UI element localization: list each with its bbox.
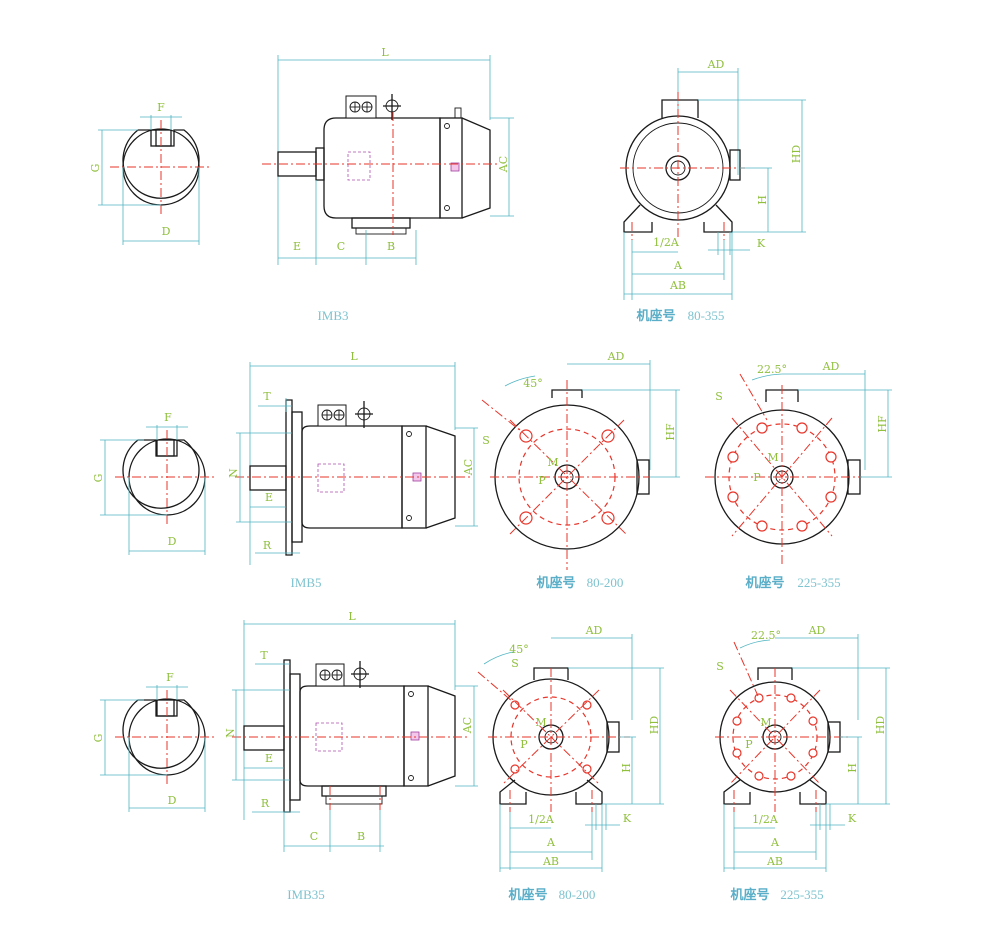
dim-label-m-f2: M <box>767 451 778 464</box>
dim-label-n-imb5: N <box>227 468 240 478</box>
dim-label-half-a-e1: 1/2A <box>528 813 555 826</box>
flange-view-225-355: AD 22.5° S M P HF <box>705 360 892 565</box>
caption-frame-f1: 机座号 <box>536 575 575 591</box>
dim-label-l-imb5: L <box>350 350 358 363</box>
dim-label-b-imb3: B <box>387 240 395 253</box>
dim-label-hf-f2: HF <box>876 415 889 433</box>
dim-label-ab-e1: AB <box>542 855 559 868</box>
caption-imb5: IMB5 <box>290 575 321 590</box>
caption-range-e1: 80-200 <box>559 887 596 902</box>
dim-label-22-5-e2: 22.5° <box>751 629 781 642</box>
caption-frame-r1: 机座号 <box>636 308 675 324</box>
caption-frame-e2: 机座号 <box>730 887 769 903</box>
dim-label-ad-e2: AD <box>808 624 826 637</box>
dim-label-k-r1: K <box>757 237 766 250</box>
flange-view-80-200: AD 45° S M P HF <box>481 350 680 570</box>
dim-label-hd-r1: HD <box>790 145 803 164</box>
dim-label-ac-imb3: AC <box>497 156 510 173</box>
dim-label-e-imb3: E <box>293 240 301 253</box>
dim-label-a-r1: A <box>673 259 683 272</box>
dim-label-s-f2: S <box>715 390 723 403</box>
caption-frame-f2: 机座号 <box>745 575 784 591</box>
shaft-section-imb3: F G D <box>89 101 212 245</box>
dim-label-ad-f1: AD <box>607 350 625 363</box>
caption-range-e2: 225-355 <box>780 887 823 902</box>
dim-label-f-imb35: F <box>166 671 174 684</box>
dim-label-m-e2: M <box>760 716 771 729</box>
caption-range-f2: 225-355 <box>797 575 840 590</box>
dim-label-d: D <box>162 225 171 238</box>
dim-label-p-e2: P <box>745 738 753 751</box>
dim-label-l-imb35: L <box>348 610 356 623</box>
caption-range-f1: 80-200 <box>587 575 624 590</box>
dim-label-hf-f1: HF <box>664 423 677 441</box>
dim-label-45-f1: 45° <box>523 377 543 390</box>
dim-label-s-e1: S <box>511 657 519 670</box>
side-view-imb5: L AC T N E R <box>227 350 478 565</box>
dim-label-hd-e1: HD <box>648 716 661 735</box>
dim-label-n-imb35: N <box>224 728 237 738</box>
caption-range-r1: 80-355 <box>688 308 725 323</box>
foot-flange-view-80-200: AD 45° S M P HD H K <box>477 624 664 872</box>
dim-label-p-f2: P <box>753 471 761 484</box>
dim-label-r-imb5: R <box>263 539 272 552</box>
dim-label-22-5-f2: 22.5° <box>757 363 787 376</box>
dim-label-ab-r1: AB <box>669 279 686 292</box>
dim-label-e-imb5: E <box>265 491 273 504</box>
dim-label-p-f1: P <box>538 474 546 487</box>
dim-label-k-e1: K <box>623 812 632 825</box>
caption-imb35: IMB35 <box>287 887 325 902</box>
dim-label-m-e1: M <box>535 716 546 729</box>
dim-label-g: G <box>89 164 102 173</box>
dim-label-p-e1: P <box>520 738 528 751</box>
dim-label-ad-e1: AD <box>585 624 603 637</box>
dim-label-h-e2: H <box>846 763 859 773</box>
dim-label-f-imb5: F <box>164 411 172 424</box>
dim-label-l-imb3: L <box>381 46 389 59</box>
side-view-imb35: L AC T N E <box>224 610 478 852</box>
dim-label-t-imb35: T <box>260 649 268 662</box>
foot-flange-view-225-355: AD 22.5° S M P HD H <box>715 624 890 872</box>
dim-label-half-a-e2: 1/2A <box>752 813 779 826</box>
dim-label-r-imb35: R <box>261 797 270 810</box>
dim-label-g-imb35: G <box>92 734 105 743</box>
dim-label-b-imb35: B <box>357 830 365 843</box>
dim-label-f: F <box>157 101 165 114</box>
dim-label-ab-e2: AB <box>766 855 783 868</box>
dim-label-a-e1: A <box>546 836 556 849</box>
dim-label-ac-imb5: AC <box>462 459 475 476</box>
dim-label-ac-imb35: AC <box>461 717 474 734</box>
dim-label-g-imb5: G <box>92 474 105 483</box>
dim-label-s-e2: S <box>716 660 724 673</box>
dim-label-e-imb35: E <box>265 752 273 765</box>
shaft-section-imb5: F G D <box>92 411 215 555</box>
dim-label-45-e1: 45° <box>509 643 529 656</box>
dim-label-s-f1: S <box>482 434 490 447</box>
shaft-section-imb35: F G D <box>92 671 215 812</box>
dim-label-ad-r1: AD <box>707 58 725 71</box>
caption-frame-e1: 机座号 <box>508 887 547 903</box>
dim-label-hd-e2: HD <box>874 716 887 735</box>
end-view-80-355: AD HD H K 1/2A A AB <box>620 58 806 300</box>
dim-label-a-e2: A <box>770 836 780 849</box>
dim-label-h-e1: H <box>620 763 633 773</box>
dim-label-h-r1: H <box>756 195 769 205</box>
dim-label-m-f1: M <box>547 456 558 469</box>
dim-label-ad-f2: AD <box>822 360 840 373</box>
dim-label-k-e2: K <box>848 812 857 825</box>
dim-label-c-imb35: C <box>310 830 318 843</box>
dim-label-d-imb5: D <box>168 535 177 548</box>
dim-label-half-a-r1: 1/2A <box>653 236 680 249</box>
side-view-imb3: L AC E C <box>262 46 514 265</box>
dim-label-d-imb35: D <box>168 794 177 807</box>
caption-imb3: IMB3 <box>317 308 348 323</box>
dim-label-t-imb5: T <box>263 390 271 403</box>
dim-label-c-imb3: C <box>337 240 345 253</box>
